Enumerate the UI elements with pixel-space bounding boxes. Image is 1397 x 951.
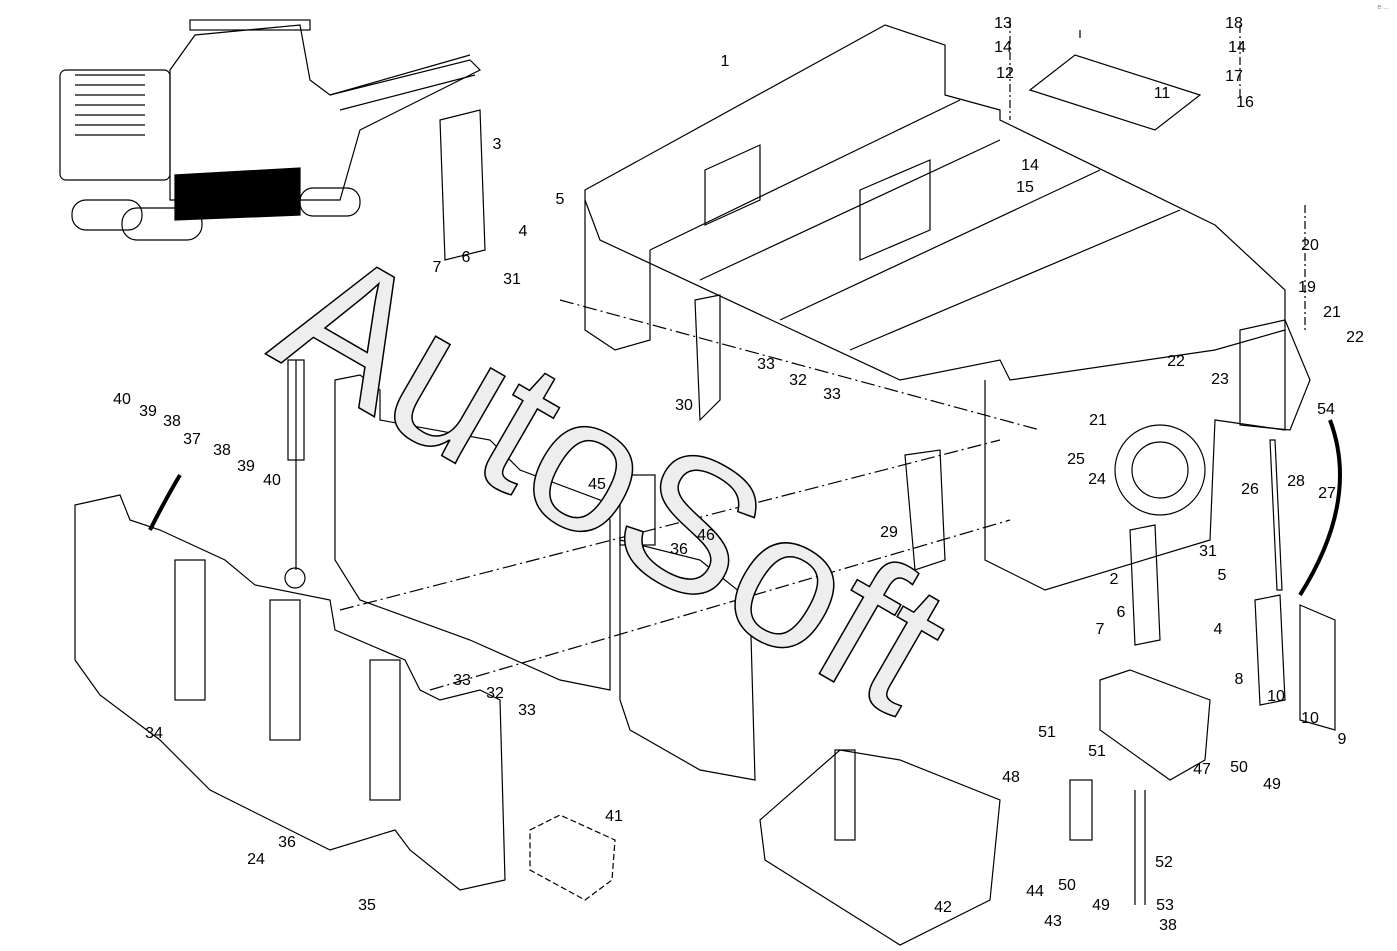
callout-9: 9: [1337, 731, 1347, 748]
callout-51: 51: [1088, 743, 1106, 760]
callout-20: 20: [1301, 237, 1319, 254]
callout-39: 39: [139, 403, 157, 420]
callout-34: 34: [145, 725, 163, 742]
callout-36: 36: [670, 541, 688, 558]
callout-45: 45: [588, 476, 606, 493]
callout-49: 49: [1092, 897, 1110, 914]
callout-21: 21: [1089, 412, 1107, 429]
callout-35: 35: [358, 897, 376, 914]
callout-52: 52: [1155, 854, 1173, 871]
callout-50: 50: [1230, 759, 1248, 776]
callout-47: 47: [1193, 761, 1211, 778]
callout-38: 38: [1159, 917, 1177, 934]
callout-10: 10: [1267, 688, 1285, 705]
callout-21: 21: [1323, 304, 1341, 321]
callout-6: 6: [461, 249, 471, 266]
callout-11: 11: [1153, 85, 1171, 102]
callout-25: 25: [1067, 451, 1085, 468]
callout-12: 12: [996, 65, 1014, 82]
callout-14: 14: [1021, 157, 1039, 174]
callout-27: 27: [1318, 485, 1336, 502]
machine-thumbnail: [59, 19, 482, 241]
callout-2: 2: [1109, 571, 1119, 588]
small-parts: [148, 20, 1342, 731]
callout-41: 41: [605, 808, 623, 825]
callout-42: 42: [934, 899, 952, 916]
callout-16: 16: [1236, 94, 1254, 111]
callout-53: 53: [1156, 897, 1174, 914]
callout-32: 32: [789, 372, 807, 389]
callout-1: 1: [720, 53, 730, 70]
callout-26: 26: [1241, 481, 1259, 498]
callout-43: 43: [1044, 913, 1062, 930]
callout-31: 31: [503, 271, 521, 288]
callout-40: 40: [263, 472, 281, 489]
callout-24: 24: [1088, 471, 1106, 488]
callout-8: 8: [1234, 671, 1244, 688]
bottom-frame: [529, 669, 1211, 946]
callout-33: 33: [518, 702, 536, 719]
left-side-plates: [74, 359, 756, 891]
callout-14: 14: [994, 39, 1012, 56]
callout-48: 48: [1002, 769, 1020, 786]
callout-17: 17: [1225, 68, 1243, 85]
callout-44: 44: [1026, 883, 1044, 900]
callout-15: 15: [1016, 179, 1034, 196]
callout-24: 24: [247, 851, 265, 868]
callout-33: 33: [823, 386, 841, 403]
callout-38: 38: [163, 413, 181, 430]
callout-22: 22: [1346, 329, 1364, 346]
callout-50: 50: [1058, 877, 1076, 894]
callout-33: 33: [453, 672, 471, 689]
callout-40: 40: [113, 391, 131, 408]
callout-33: 33: [757, 356, 775, 373]
callout-19: 19: [1298, 279, 1316, 296]
callout-7: 7: [432, 259, 442, 276]
callout-22: 22: [1167, 353, 1185, 370]
callout-54: 54: [1317, 401, 1335, 418]
callout-37: 37: [183, 431, 201, 448]
callout-28: 28: [1287, 473, 1305, 490]
callout-38: 38: [213, 442, 231, 459]
callout-7: 7: [1095, 621, 1105, 638]
callout-36: 36: [278, 834, 296, 851]
callout-4: 4: [1213, 621, 1223, 638]
callout-32: 32: [486, 685, 504, 702]
callout-29: 29: [880, 524, 898, 541]
callout-23: 23: [1211, 371, 1229, 388]
callout-49: 49: [1263, 776, 1281, 793]
callout-30: 30: [675, 397, 693, 414]
callout-31: 31: [1199, 543, 1217, 560]
callout-51: 51: [1038, 724, 1056, 741]
callout-3: 3: [492, 136, 502, 153]
plate-11: [1028, 54, 1202, 131]
callout-13: 13: [994, 15, 1012, 32]
callout-14: 14: [1228, 39, 1246, 56]
callout-39: 39: [237, 458, 255, 475]
callout-5: 5: [1217, 567, 1227, 584]
callout-46: 46: [697, 527, 715, 544]
callout-6: 6: [1116, 604, 1126, 621]
callout-5: 5: [555, 191, 565, 208]
callout-10: 10: [1301, 710, 1319, 727]
corner-mark: e ...: [1377, 4, 1389, 11]
callout-4: 4: [518, 223, 528, 240]
callout-18: 18: [1225, 15, 1243, 32]
